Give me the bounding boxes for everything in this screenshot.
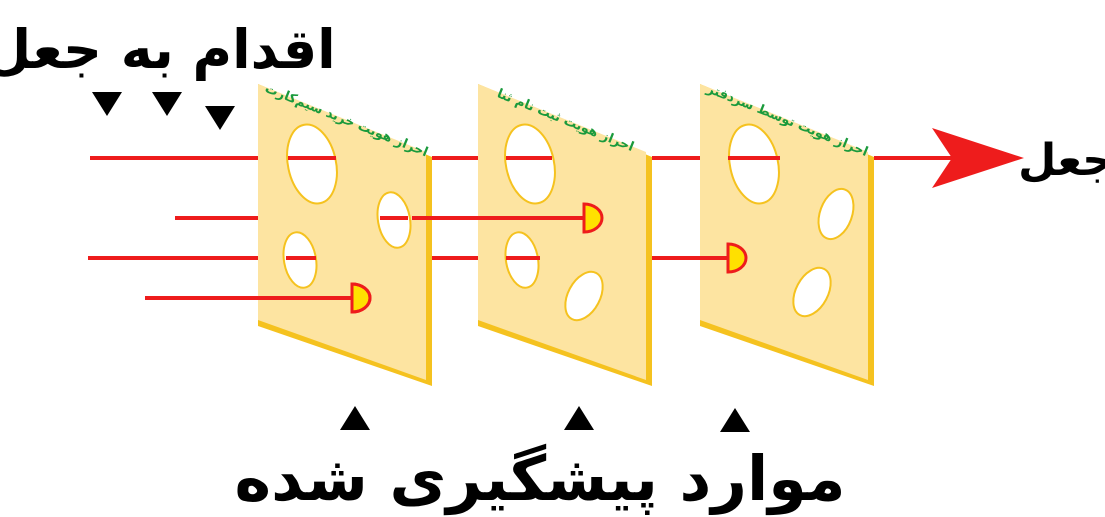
- slice-hole: [504, 123, 556, 205]
- slice-hole: [792, 266, 832, 318]
- slice-3: احراز هویت توسط سردفتر: [700, 81, 874, 386]
- slice-2: احراز هویت ثبت نام ثنا: [478, 84, 652, 386]
- arrow-head-icon: [932, 128, 1024, 188]
- slice-1: احراز هویت خرید سیم‌کارت: [258, 81, 432, 386]
- up-triangle-icon: [720, 408, 750, 432]
- outcome-arrow: [874, 128, 1024, 188]
- slice-hole: [564, 270, 604, 322]
- down-triangle-icon: [92, 92, 122, 116]
- blocked-cap: [726, 242, 748, 274]
- attempt-markers: [92, 92, 235, 130]
- prevented-markers: [340, 406, 750, 432]
- threat-lines-2: [478, 156, 584, 260]
- threat-lines-3: [700, 156, 780, 260]
- threat-lines-1: [258, 156, 408, 300]
- attempt-label: اقدام به جعل: [0, 18, 336, 81]
- down-triangle-icon: [152, 92, 182, 116]
- outcome-label: جعل: [1018, 135, 1105, 186]
- up-triangle-icon: [340, 406, 370, 430]
- prevented-label: موارد پیشگیری شده: [234, 442, 845, 515]
- up-triangle-icon: [564, 406, 594, 430]
- blocked-cap: [582, 202, 604, 234]
- slice-hole: [817, 187, 855, 241]
- down-triangle-icon: [205, 106, 235, 130]
